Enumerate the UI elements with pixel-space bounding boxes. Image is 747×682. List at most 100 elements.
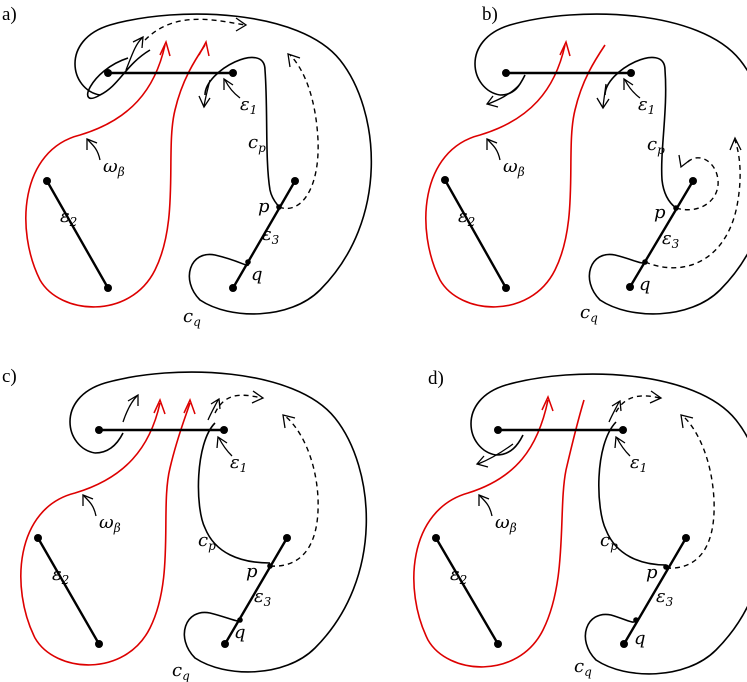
pointer-omega <box>487 139 501 161</box>
label-p: p <box>258 196 270 217</box>
small-arrowhead <box>485 95 499 108</box>
label-cp: cp <box>647 134 665 157</box>
segment-e3 <box>622 536 688 646</box>
black-curve-main <box>74 13 373 315</box>
pointer-arrowhead <box>486 138 498 150</box>
dashed-arrowhead <box>680 414 694 429</box>
label-q: q <box>234 622 246 643</box>
label-p: p <box>646 562 658 583</box>
endpoint-dot <box>689 177 697 185</box>
endpoint-dot <box>432 534 440 542</box>
dashed-arrowhead <box>729 136 742 151</box>
label-e1: ε1 <box>630 452 647 475</box>
small-arrowhead <box>475 455 489 468</box>
panel-c: c) ε1 ε2 ε3 ωβ cp cq <box>2 366 368 682</box>
endpoint-dot <box>502 69 510 77</box>
pointer-e1 <box>224 79 241 99</box>
dashed-arrowhead <box>235 17 248 32</box>
cp-curve <box>197 422 271 564</box>
pointer-arrowhead <box>614 435 626 449</box>
label-q: q <box>639 274 651 295</box>
label-omega-beta: ωβ <box>495 512 517 535</box>
red-arrowhead <box>559 39 571 57</box>
endpoint-dot <box>627 69 635 77</box>
label-e3: ε3 <box>262 224 280 247</box>
point-p <box>673 205 679 211</box>
pointer-omega <box>83 495 97 517</box>
endpoint-dot <box>104 284 112 292</box>
red-arrowhead <box>198 39 210 57</box>
cp-curve <box>604 56 677 209</box>
panel-label: d) <box>428 368 444 389</box>
label-omega-beta: ωβ <box>503 156 525 179</box>
omega-beta-curve <box>425 44 606 308</box>
pointer-arrowhead <box>86 138 98 150</box>
label-cp: cp <box>600 530 618 553</box>
label-e1: ε1 <box>230 452 247 475</box>
dashed-path-right <box>278 54 319 210</box>
segment-e2 <box>45 179 110 290</box>
dashed-arrowhead <box>678 154 691 169</box>
panel-b: b) ε1 ε2 ε3 ωβ <box>425 4 747 325</box>
endpoint-dot <box>620 640 628 648</box>
point-q <box>245 259 251 265</box>
label-q: q <box>634 628 646 649</box>
pointer-e1 <box>616 437 631 457</box>
panel-label: b) <box>482 4 498 25</box>
segment-e2 <box>434 536 500 646</box>
panel-label: a) <box>2 4 17 25</box>
red-arrowhead <box>183 398 196 415</box>
label-omega-beta: ωβ <box>99 512 121 535</box>
endpoint-dot <box>283 534 291 542</box>
endpoint-dot <box>104 69 112 77</box>
point-q <box>237 617 243 623</box>
endpoint-dot <box>441 176 449 184</box>
endpoint-dot <box>229 284 237 292</box>
endpoint-dot <box>221 640 229 648</box>
panel-d: d) ε1 ε2 ε3 ωβ cp cq p <box>413 368 747 679</box>
small-arrow <box>602 83 607 108</box>
small-arrowhead <box>210 397 221 410</box>
label-e1: ε1 <box>638 94 655 117</box>
pointer-e1 <box>624 79 641 99</box>
endpoint-dot <box>494 426 502 434</box>
black-curve-left-stub <box>94 432 124 454</box>
pointer-e1 <box>218 437 233 457</box>
dashed-path-right <box>665 415 715 569</box>
black-curve-left-stub <box>499 74 526 96</box>
segment-e2 <box>36 536 101 646</box>
small-arrow <box>477 443 514 465</box>
black-curve-main <box>474 13 747 315</box>
point-p <box>663 564 669 570</box>
label-cp: cp <box>248 132 266 155</box>
label-cq: cq <box>580 302 598 325</box>
endpoint-dot <box>502 284 510 292</box>
dashed-arrowhead <box>287 53 301 68</box>
panel-label: c) <box>2 366 17 387</box>
dashed-loop <box>675 157 719 211</box>
red-arrowhead <box>159 39 171 57</box>
endpoint-dot <box>682 534 690 542</box>
endpoint-dot <box>619 426 627 434</box>
label-q: q <box>251 264 263 285</box>
black-curve-left-stub <box>495 434 524 456</box>
endpoint-dot <box>229 69 237 77</box>
pointer-arrowhead <box>478 494 490 506</box>
point-p <box>276 204 282 210</box>
small-arrow <box>122 395 138 423</box>
dashed-path-top <box>615 395 661 413</box>
small-arrow <box>203 79 211 107</box>
segment-e3 <box>628 179 695 289</box>
endpoint-dot <box>43 177 51 185</box>
point-q <box>642 259 648 265</box>
dashed-arrowhead <box>282 414 296 429</box>
panel-a: a) ε1 <box>2 4 373 329</box>
red-arrowhead <box>541 395 554 412</box>
label-cq: cq <box>172 660 190 682</box>
label-e2: ε2 <box>458 206 475 229</box>
endpoint-dot <box>494 640 502 648</box>
dashed-arrowhead <box>251 390 265 404</box>
small-arrow <box>487 83 521 105</box>
dashed-path-top <box>214 394 263 414</box>
red-arrowhead <box>153 398 166 415</box>
